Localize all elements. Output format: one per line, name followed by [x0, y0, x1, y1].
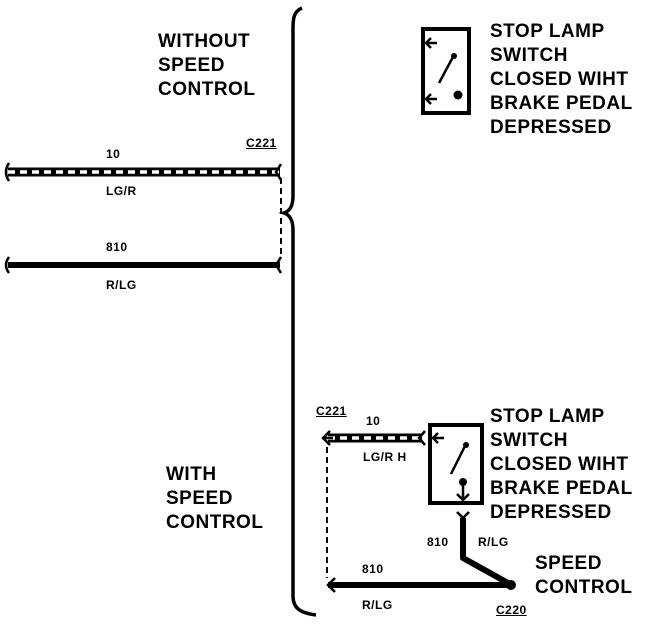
- stop-lamp-switch-top: [421, 27, 471, 115]
- color-label-lgr-bottom: LG/R H: [363, 450, 407, 464]
- wire-top-810: [4, 256, 283, 274]
- circuit-label-810-bottom: 810: [362, 562, 384, 576]
- connector-label-c221-bottom: C221: [316, 404, 347, 418]
- connector-label-c221-top: C221: [246, 136, 277, 150]
- heading-with-speed-control: WITH SPEED CONTROL: [166, 464, 264, 533]
- wire-bottom-810: [326, 577, 516, 593]
- color-label-rlg-switch: R/LG: [478, 535, 509, 549]
- connector-label-c220: C220: [496, 603, 527, 617]
- color-label-lgr-top: LG/R: [106, 184, 137, 198]
- section-brace: [278, 6, 317, 617]
- color-label-rlg-bottom: R/LG: [362, 598, 393, 612]
- heading-without-speed-control: WITHOUT SPEED CONTROL: [158, 31, 256, 100]
- stop-lamp-switch-bottom: [428, 423, 484, 505]
- circuit-label-810-top: 810: [106, 240, 128, 254]
- wire-top-10: [4, 162, 283, 182]
- switch-caption-top: STOP LAMP SWITCH CLOSED WIHT BRAKE PEDAL…: [490, 21, 633, 138]
- circuit-label-10-bottom: 10: [366, 414, 381, 428]
- wire-bottom-10: [321, 430, 426, 446]
- speed-control-module-label: SPEED CONTROL: [535, 553, 633, 598]
- color-label-rlg-top: R/LG: [106, 278, 137, 292]
- circuit-label-10-top: 10: [106, 147, 121, 161]
- switch-caption-bottom: STOP LAMP SWITCH CLOSED WIHT BRAKE PEDAL…: [490, 406, 633, 523]
- circuit-label-810-switch: 810: [427, 535, 449, 549]
- wire-bottom-810-switch: [456, 511, 510, 586]
